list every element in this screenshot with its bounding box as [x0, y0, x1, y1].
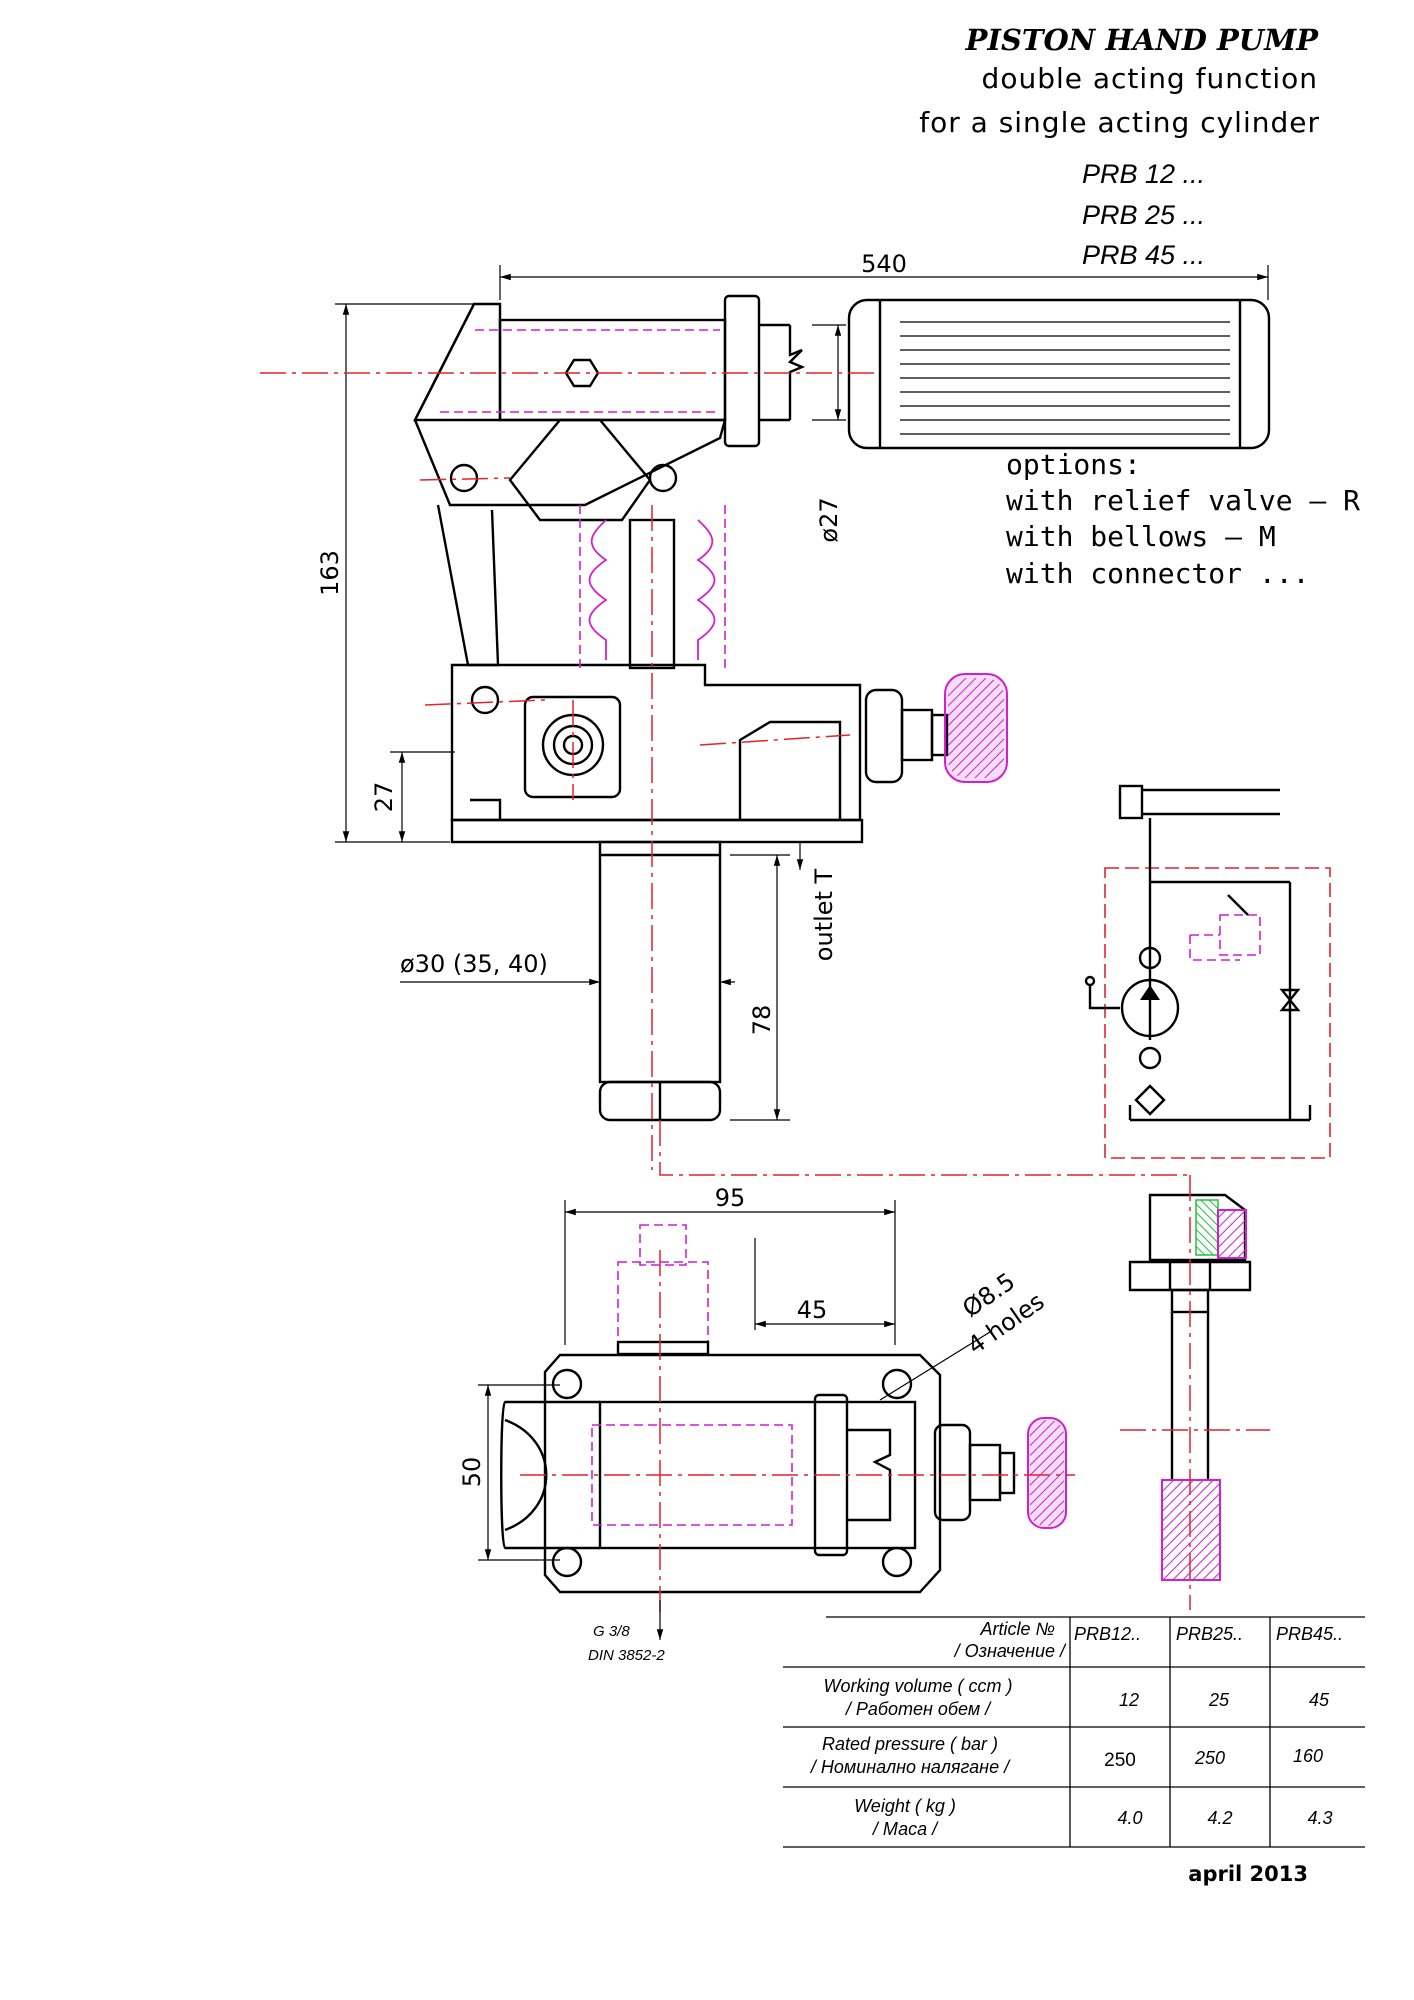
row-pressure-label-bg: / Номинално налягане / [809, 1757, 1011, 1777]
row-pressure-prb45: 160 [1293, 1746, 1323, 1766]
port-thread: G 3/8 [593, 1623, 630, 1640]
row-pressure-label: Rated pressure ( bar ) [822, 1734, 998, 1754]
drawing-subtitle-2: for a single acting cylinder [919, 106, 1320, 139]
hydraulic-schematic [1084, 784, 1331, 1159]
table-header-label-bg: / Означение / [953, 1641, 1067, 1661]
title-block: PISTON HAND PUMP double acting function … [919, 23, 1320, 270]
row-volume-prb45: 45 [1309, 1690, 1330, 1710]
option-relief-valve: with relief valve — R [1006, 484, 1360, 517]
dim-length-540: 540 [861, 250, 907, 278]
table-header-label: Article № [979, 1619, 1055, 1639]
dim-width-50: 50 [458, 1457, 486, 1488]
options-block: options: with relief valve — R with bell… [1006, 448, 1360, 590]
dim-plunger-diameter: ø30 (35, 40) [400, 950, 548, 978]
options-title: options: [1006, 448, 1141, 481]
row-weight-prb45: 4.3 [1307, 1808, 1332, 1828]
row-weight-prb25: 4.2 [1207, 1808, 1232, 1828]
drawing-subtitle-1: double acting function [982, 62, 1318, 95]
dim-height-163: 163 [316, 550, 344, 596]
top-view: 95 45 50 Ø8.5 4 holes G 3/8 [458, 1184, 1075, 1664]
option-connector: with connector ... [1006, 557, 1309, 590]
model-prb45: PRB 45 ... [1082, 240, 1205, 270]
row-weight-label-bg: / Маса / [871, 1819, 939, 1839]
row-volume-label: Working volume ( ccm ) [823, 1676, 1012, 1696]
drawing-date: april 2013 [1188, 1862, 1308, 1886]
row-weight-prb12: 4.0 [1117, 1808, 1142, 1828]
row-volume-prb12: 12 [1119, 1690, 1139, 1710]
connector-section [1120, 1175, 1270, 1610]
drawing-title: PISTON HAND PUMP [965, 23, 1320, 57]
dim-plunger-length: 78 [748, 1005, 776, 1036]
port-standard: DIN 3852-2 [588, 1647, 665, 1664]
table-col-prb12: PRB12.. [1074, 1624, 1141, 1644]
dim-width-95: 95 [715, 1184, 746, 1212]
row-volume-label-bg: / Работен обем / [844, 1699, 992, 1719]
outlet-label: outlet T [810, 868, 838, 961]
option-bellows: with bellows — M [1006, 520, 1276, 553]
dim-width-45: 45 [797, 1296, 828, 1324]
dim-base-27: 27 [370, 782, 398, 813]
table-col-prb25: PRB25.. [1176, 1624, 1243, 1644]
side-view: 540 163 27 [260, 250, 1271, 1170]
row-pressure-prb25: 250 [1194, 1748, 1225, 1768]
model-prb25: PRB 25 ... [1082, 200, 1205, 230]
model-prb12: PRB 12 ... [1082, 159, 1205, 189]
dim-handle-diameter: ø27 [815, 497, 843, 542]
row-pressure-prb12: 250 [1104, 1750, 1136, 1771]
row-weight-label: Weight ( kg ) [854, 1796, 956, 1816]
table-col-prb45: PRB45.. [1276, 1624, 1343, 1644]
spec-table: Article № / Означение / PRB12.. PRB25.. … [783, 1616, 1365, 1848]
row-volume-prb25: 25 [1208, 1690, 1230, 1710]
